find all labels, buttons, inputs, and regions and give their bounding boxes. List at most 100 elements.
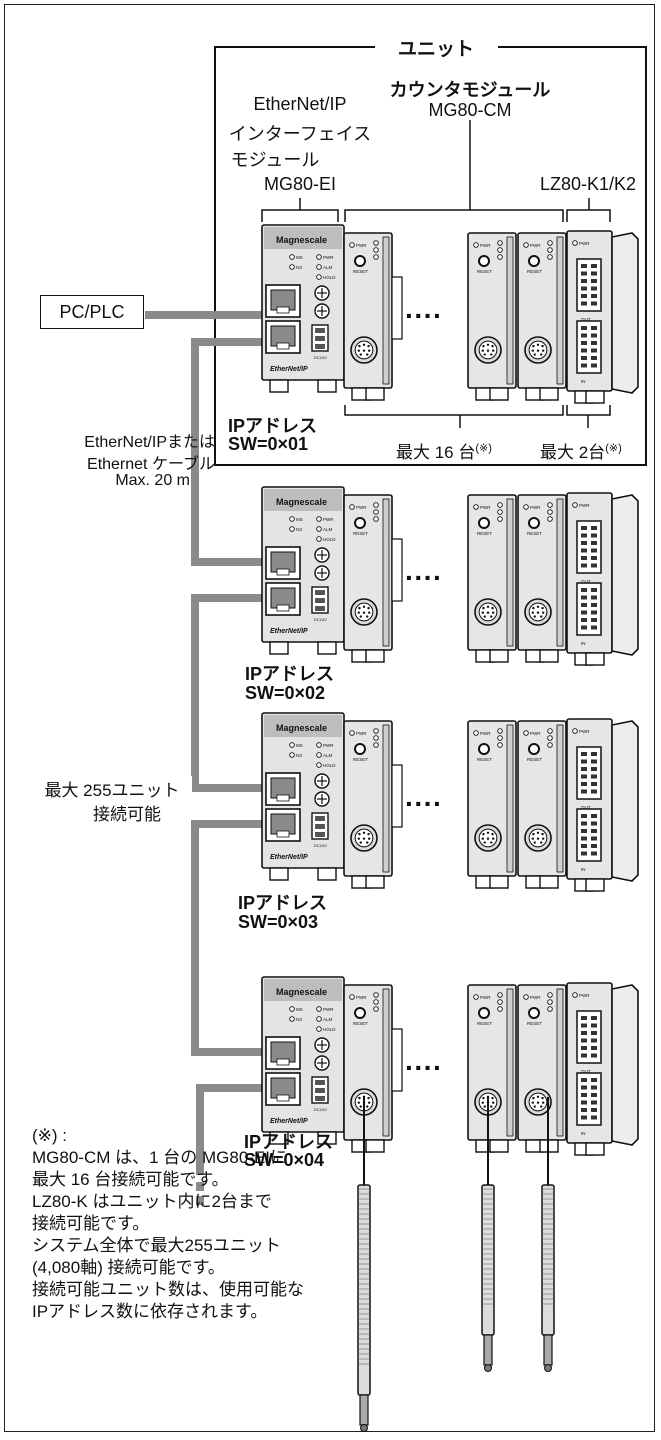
sensor-jack bbox=[474, 824, 502, 852]
led bbox=[547, 728, 553, 734]
led-label: PWR bbox=[530, 995, 541, 1000]
lz-max-bracket bbox=[566, 405, 611, 416]
led-label: PWR bbox=[323, 743, 334, 748]
led-label: PWR bbox=[480, 995, 491, 1000]
led-hold bbox=[316, 274, 322, 280]
ei-header-band bbox=[264, 489, 342, 511]
mounting-foot bbox=[585, 652, 605, 666]
pc-plc-box: PC/PLC bbox=[40, 295, 144, 329]
reset-button bbox=[354, 517, 366, 529]
led-pwr bbox=[572, 728, 578, 734]
cm-side-rail bbox=[506, 498, 514, 647]
mounting-foot bbox=[317, 1131, 337, 1145]
mounting-foot bbox=[317, 867, 337, 881]
led bbox=[497, 502, 503, 508]
led-pwr bbox=[316, 516, 322, 522]
sensor-jack bbox=[350, 598, 378, 626]
led-label: HOLD bbox=[323, 537, 336, 542]
unit-stack-4: MagnescaleMSNSPWRALMHOLDDC24VEtherNet/IP… bbox=[261, 976, 639, 1156]
note-line: LZ80-K はユニット内に2台まで bbox=[32, 1192, 272, 1211]
led-pwr bbox=[473, 730, 479, 736]
led-label: PWR bbox=[356, 243, 367, 248]
led bbox=[547, 502, 553, 508]
note-line: MG80-CM は、1 台の MG80-EIに bbox=[32, 1148, 288, 1167]
led bbox=[373, 509, 379, 515]
unit-label: ユニット bbox=[397, 39, 474, 60]
port-latch bbox=[276, 306, 290, 314]
reset-button bbox=[478, 255, 490, 267]
unit-2-sw-label: SW=0×02 bbox=[245, 683, 326, 703]
footnotes: (※) : MG80-CM は、1 台の MG80-EIに 最大 16 台接続可… bbox=[32, 1125, 304, 1323]
probe bbox=[541, 1097, 555, 1372]
led bbox=[497, 240, 503, 246]
note-line: (4,080軸) 接続可能です。 bbox=[32, 1258, 225, 1277]
connector-in bbox=[576, 1072, 602, 1126]
connector-bridge bbox=[391, 1028, 403, 1092]
unit-stack-3: MagnescaleMSNSPWRALMHOLDDC24VEtherNet/IP… bbox=[261, 712, 639, 892]
cables bbox=[145, 311, 262, 1175]
sensor-jack bbox=[524, 598, 552, 626]
reset-label: RESET bbox=[353, 1021, 368, 1026]
brackets bbox=[261, 120, 611, 428]
mounting-foot bbox=[269, 867, 289, 881]
led-pwr bbox=[316, 742, 322, 748]
brand-label: Magnescale bbox=[276, 723, 327, 733]
probe-rod bbox=[543, 1334, 553, 1366]
led-pwr bbox=[349, 994, 355, 1000]
port-latch bbox=[276, 342, 290, 350]
unit-stack-2: MagnescaleMSNSPWRALMHOLDDC24VEtherNet/IP… bbox=[261, 486, 639, 666]
note-line: (※) : bbox=[32, 1126, 68, 1145]
connector-out bbox=[576, 746, 602, 800]
led bbox=[373, 992, 379, 998]
led bbox=[373, 502, 379, 508]
reset-button bbox=[478, 1007, 490, 1019]
port-latch bbox=[276, 604, 290, 612]
mounting-foot bbox=[489, 875, 509, 889]
led-pwr bbox=[473, 994, 479, 1000]
sensor-jack bbox=[474, 598, 502, 626]
led bbox=[547, 735, 553, 741]
led-label: PWR bbox=[579, 729, 590, 734]
led-pwr bbox=[523, 242, 529, 248]
mounting-foot bbox=[365, 387, 385, 401]
led-alm bbox=[316, 264, 322, 270]
reset-label: RESET bbox=[477, 1021, 492, 1026]
reset-label: RESET bbox=[353, 269, 368, 274]
cm-side-rail bbox=[556, 498, 564, 647]
dc-label: DC24V bbox=[314, 355, 327, 360]
max-lz-note-mark: (※) bbox=[605, 442, 622, 455]
probe bbox=[481, 1097, 495, 1372]
end-plate bbox=[611, 984, 639, 1146]
mounting-foot bbox=[365, 649, 385, 663]
note-line: システム全体で最大255ユニット bbox=[32, 1236, 281, 1255]
reset-label: RESET bbox=[527, 757, 542, 762]
led bbox=[497, 254, 503, 260]
connector-in bbox=[576, 808, 602, 862]
cm-max-bracket bbox=[344, 405, 564, 416]
led-label: MS bbox=[296, 255, 303, 260]
cable-unit4-out bbox=[196, 1084, 262, 1175]
mounting-foot bbox=[317, 641, 337, 655]
sensor-jack bbox=[524, 336, 552, 364]
led-hold bbox=[316, 1026, 322, 1032]
led-pwr bbox=[349, 504, 355, 510]
led bbox=[373, 742, 379, 748]
cm-side-rail bbox=[382, 236, 390, 385]
mounting-foot bbox=[539, 649, 559, 663]
cm-side-rail bbox=[506, 724, 514, 873]
led-label: PWR bbox=[530, 505, 541, 510]
ethernetip-logo: EtherNet/IP bbox=[270, 854, 308, 861]
mounting-foot bbox=[269, 1131, 289, 1145]
led-label: PWR bbox=[530, 243, 541, 248]
mounting-foot bbox=[317, 379, 337, 393]
reset-label: RESET bbox=[353, 531, 368, 536]
reset-label: RESET bbox=[527, 269, 542, 274]
led bbox=[547, 742, 553, 748]
end-plate bbox=[611, 720, 639, 882]
end-plate bbox=[611, 494, 639, 656]
led bbox=[547, 509, 553, 515]
reset-button bbox=[528, 517, 540, 529]
ei-header-band bbox=[264, 715, 342, 737]
led-ns bbox=[289, 526, 295, 532]
cable-label-line-2: Ethernet ケーブル bbox=[87, 456, 215, 473]
